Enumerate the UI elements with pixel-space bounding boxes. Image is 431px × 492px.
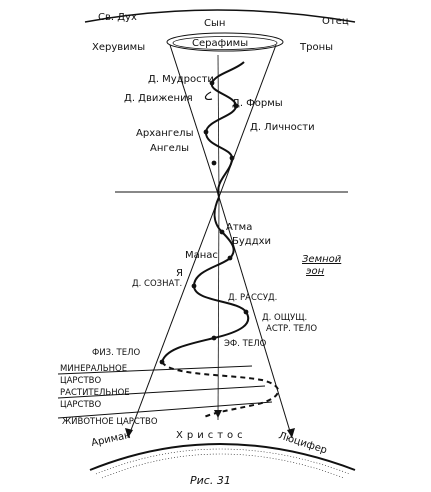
arrow-right [287,428,295,438]
label-reason: Д. РАССУД. [228,293,277,303]
lower-spiral-dashed [161,361,279,419]
dot-archangels [203,129,209,135]
label-wisdom: Д. Мудрости [148,74,214,85]
figure-caption: Рис. 31 [190,474,231,487]
label-thrones: Троны [299,42,333,53]
arrow-center [214,410,222,418]
top-arc [84,9,356,23]
seraphim-ring-outer [166,32,284,52]
earth-arc [89,443,356,471]
seraphim-ring-inner [172,36,278,50]
dot-wisdom [209,80,215,86]
label-mineral-2: ЦАРСТВО [60,376,101,386]
label-motion: Д. Движения [124,93,193,104]
label-archangels: Архангелы [136,128,193,139]
axis-upper [217,54,220,198]
label-cherubim: Херувимы [92,42,145,53]
label-form: Д. Формы [232,98,283,109]
dot-form [233,103,239,109]
mineral-line [57,365,253,375]
label-physical-body: ФИЗ. ТЕЛО [92,348,140,358]
earth-hatch-1 [95,448,351,475]
label-atma: Атма [226,222,252,233]
label-father: Отец [322,16,349,27]
label-angels: Ангелы [150,143,189,154]
label-earth-eon-1: Земной [302,254,342,265]
label-earth-eon-2: эон [306,266,325,277]
label-consciousness: Д. СОЗНАТ. [132,279,182,289]
label-buddhi: Буддхи [232,236,271,247]
dot-consciousness [191,283,197,289]
dot-manas [227,255,233,261]
label-astral-body: АСТР. ТЕЛО [266,324,317,334]
upper-spiral [204,61,245,198]
label-mineral-1: МИНЕРАЛЬНОЕ [60,364,127,374]
inner-curl [204,91,213,101]
dot-physical [159,359,165,365]
cone-left-upper [169,44,220,198]
label-son: Сын [204,18,225,29]
axis-lower [217,196,220,421]
label-sensation: Д. ОЩУЩ. [262,313,307,323]
cone-right-lower [218,196,293,439]
dot-angels [211,160,217,166]
arrow-left [125,428,133,438]
dot-atma [219,229,225,235]
label-ahriman: Ариман [90,430,131,449]
label-plant-2: ЦАРСТВО [60,400,101,410]
dot-personality [229,155,235,161]
plant-line [57,385,266,399]
label-etheric-body: ЭФ. ТЕЛО [224,339,267,349]
label-seraphim: Серафимы [192,38,248,49]
dot-etheric [211,335,217,341]
label-holy-spirit: Св. Дух [98,12,137,23]
label-personality: Д. Личности [250,122,315,133]
label-christ: Христос [176,430,247,441]
label-lucifer: Люцифер [277,430,328,456]
label-ya: Я [176,268,183,279]
dot-sensation [243,309,249,315]
label-animal: ЖИВОТНОЕ ЦАРСТВО [62,417,158,427]
earth-hatch-2 [101,453,345,479]
label-plant-1: РАСТИТЕЛЬНОЕ [60,388,130,398]
label-manas: Манас [185,250,218,261]
animal-line [57,401,273,419]
cone-right-upper [218,44,277,198]
cone-left-lower [127,196,220,439]
